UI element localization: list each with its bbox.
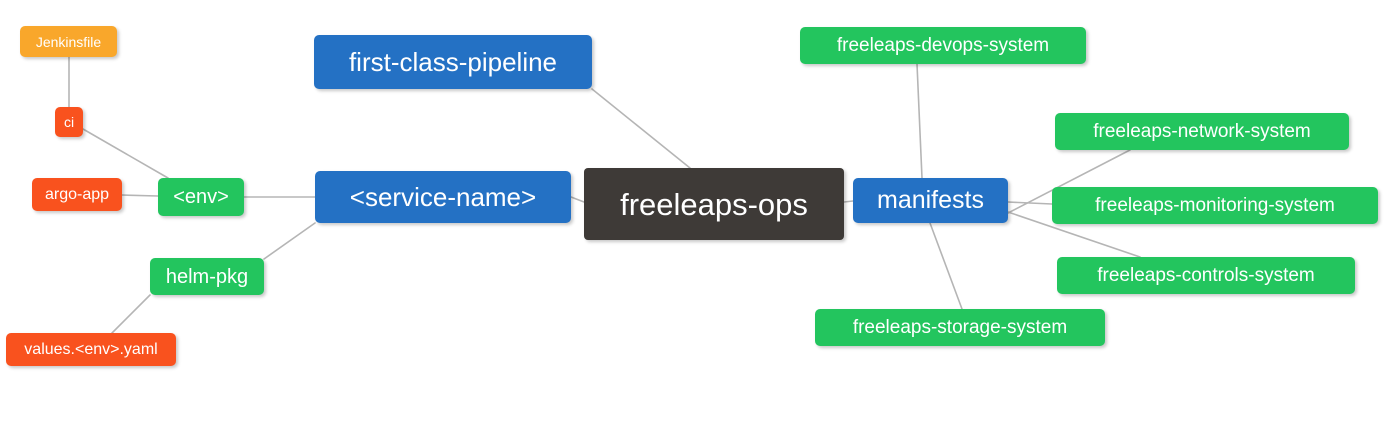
edge-manifests-to-freeleaps-devops-system [916,63,923,179]
edge-env-to-argo-app [121,194,159,197]
node-label: <env> [173,186,229,208]
edge-manifests-to-freeleaps-storage-system [929,222,963,310]
node-label: ci [63,114,75,130]
mindmap-node-helm-pkg[interactable]: helm-pkg [150,258,264,295]
mindmap-node-freeleaps-monitoring-system[interactable]: freeleaps-monitoring-system [1052,187,1378,224]
node-label: freeleaps-monitoring-system [1095,195,1335,216]
node-label: freeleaps-storage-system [852,317,1068,338]
node-label: first-class-pipeline [348,47,558,77]
edge-env-to-ci [82,128,169,179]
mindmap-node-service-name[interactable]: <service-name> [315,171,571,223]
mindmap-node-jenkinsfile[interactable]: Jenkinsfile [20,26,117,57]
mindmap-node-freeleaps-controls-system[interactable]: freeleaps-controls-system [1057,257,1355,294]
node-label: helm-pkg [165,265,249,288]
mindmap-node-env[interactable]: <env> [158,178,244,216]
node-label: <service-name> [349,182,537,212]
node-label: Jenkinsfile [35,33,102,50]
mindmap-node-freeleaps-ops[interactable]: freeleaps-ops [584,168,844,240]
node-label: freeleaps-network-system [1093,121,1311,142]
mindmap-node-freeleaps-network-system[interactable]: freeleaps-network-system [1055,113,1349,150]
node-label: freeleaps-ops [620,186,808,222]
mindmap-node-argo-app[interactable]: argo-app [32,178,122,211]
node-label: freeleaps-controls-system [1097,265,1315,286]
node-label: argo-app [44,185,110,203]
mindmap-node-values-env-yaml[interactable]: values.<env>.yaml [6,333,176,366]
node-label: freeleaps-devops-system [836,35,1050,56]
mindmap-node-freeleaps-storage-system[interactable]: freeleaps-storage-system [815,309,1105,346]
node-label: manifests [877,186,984,214]
edge-freeleaps-ops-to-manifests [843,200,854,203]
mindmap-node-first-class-pipeline[interactable]: first-class-pipeline [314,35,592,89]
edge-first-class-pipeline-to-freeleaps-ops [591,88,691,169]
mindmap-node-freeleaps-devops-system[interactable]: freeleaps-devops-system [800,27,1086,64]
mindmap-node-ci[interactable]: ci [55,107,83,137]
node-label: values.<env>.yaml [24,340,158,358]
edge-helm-pkg-to-values-env-yaml [111,294,151,334]
edge-service-name-to-freeleaps-ops [570,196,585,203]
edge-service-name-to-helm-pkg [263,222,316,260]
mindmap-node-manifests[interactable]: manifests [853,178,1008,223]
edge-manifests-to-freeleaps-monitoring-system [1007,201,1053,205]
